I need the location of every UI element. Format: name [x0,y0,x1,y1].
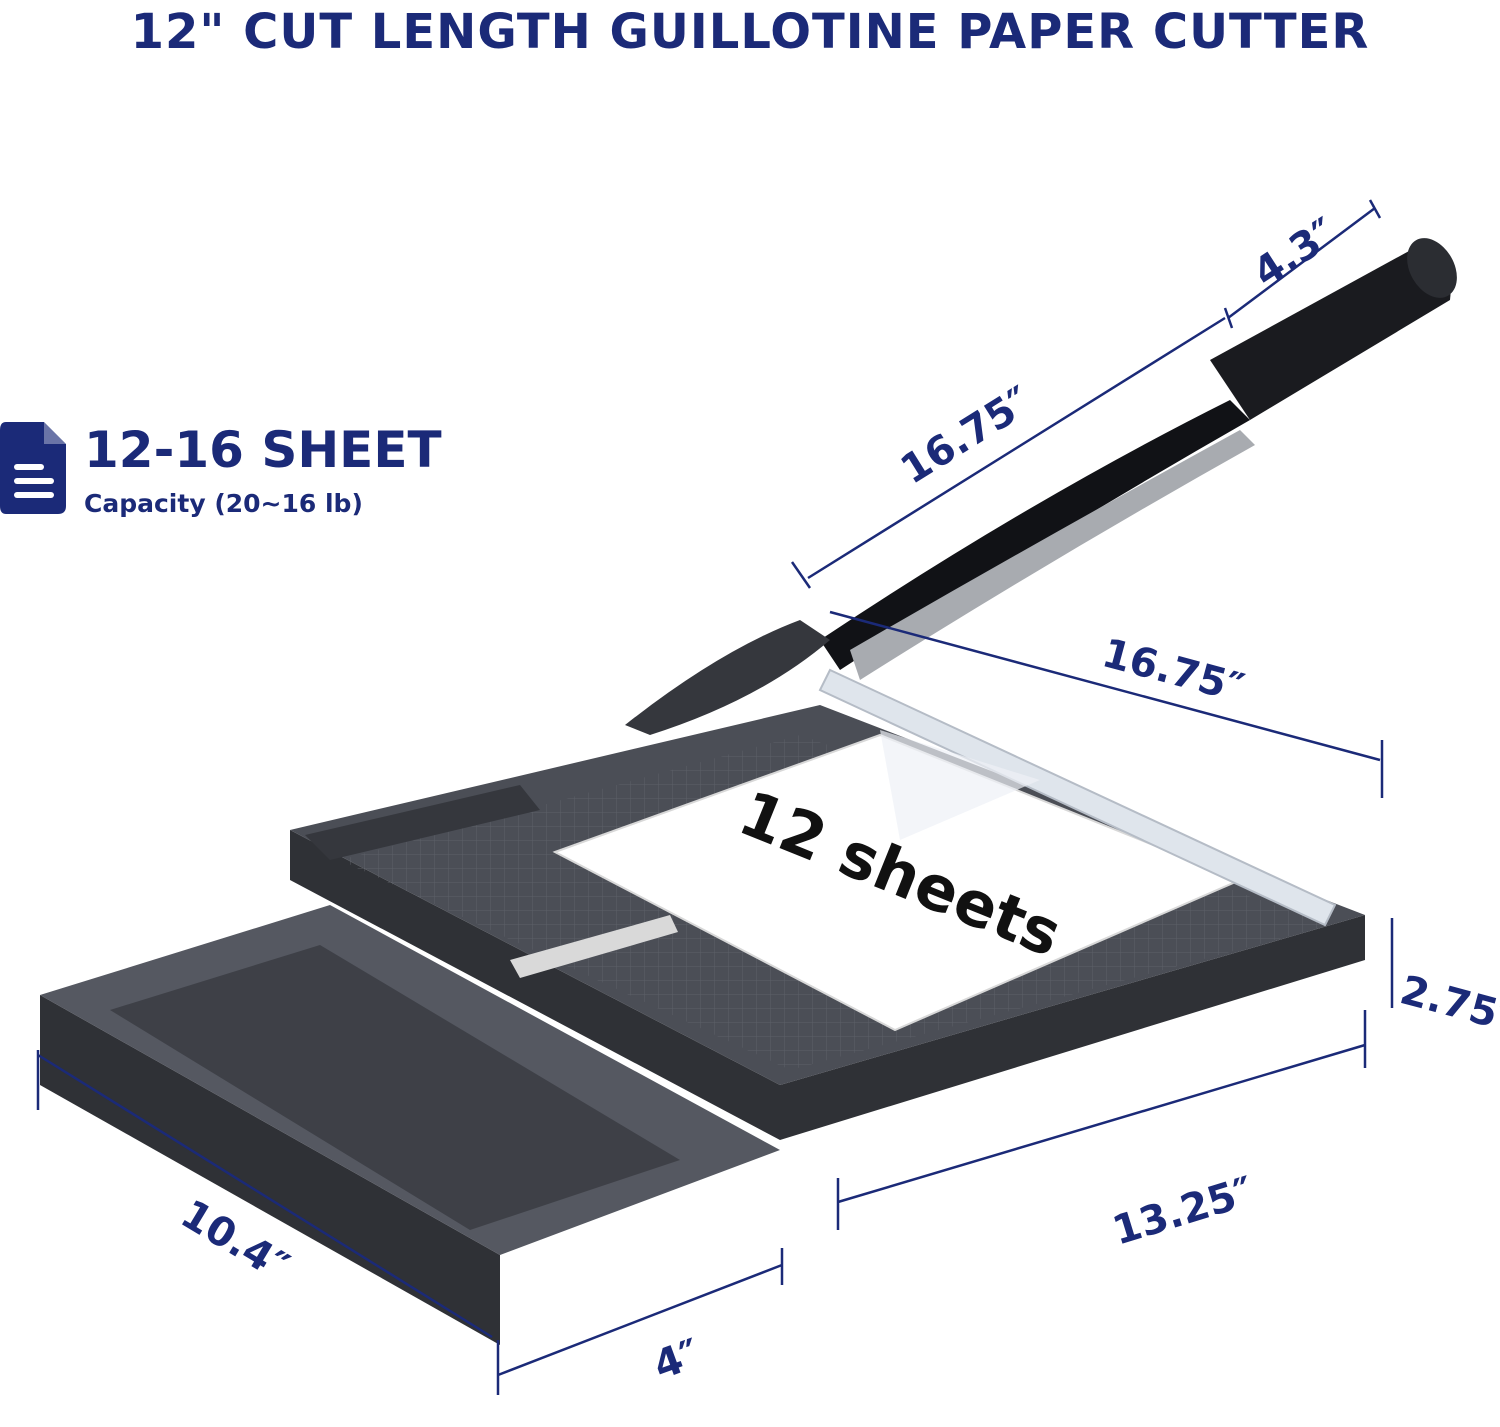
board-side [290,830,1365,1140]
dim-base-width: 13.25″ [1107,1168,1259,1254]
document-icon [0,422,66,514]
blade-arm [820,400,1250,670]
left-guide [625,620,830,735]
sheet-capacity-badge: 12-16 SHEET Capacity (20~16 lb) [0,418,442,528]
drawer-well [110,945,680,1230]
dim-drawer-width: 4″ [648,1331,707,1390]
dim-height: 2.75″ [1395,967,1500,1042]
paper-clamp [818,668,1337,927]
handle [1210,245,1451,420]
blade [850,430,1255,680]
dim-clamp-length: 16.75″ [1097,630,1248,712]
drawer-front [40,995,500,1345]
dim-handle-length: 4.3″ [1245,209,1344,296]
capacity-subtext: Capacity (20~16 lb) [84,489,363,518]
board-slot [305,785,540,860]
dimension-lines [36,199,1394,1395]
capacity-heading: 12-16 SHEET [84,421,442,479]
dim-arm-length: 16.75″ [893,378,1040,494]
ruler-strip [510,915,678,978]
page-title: 12" CUT LENGTH GUILLOTINE PAPER CUTTER [130,4,1370,60]
